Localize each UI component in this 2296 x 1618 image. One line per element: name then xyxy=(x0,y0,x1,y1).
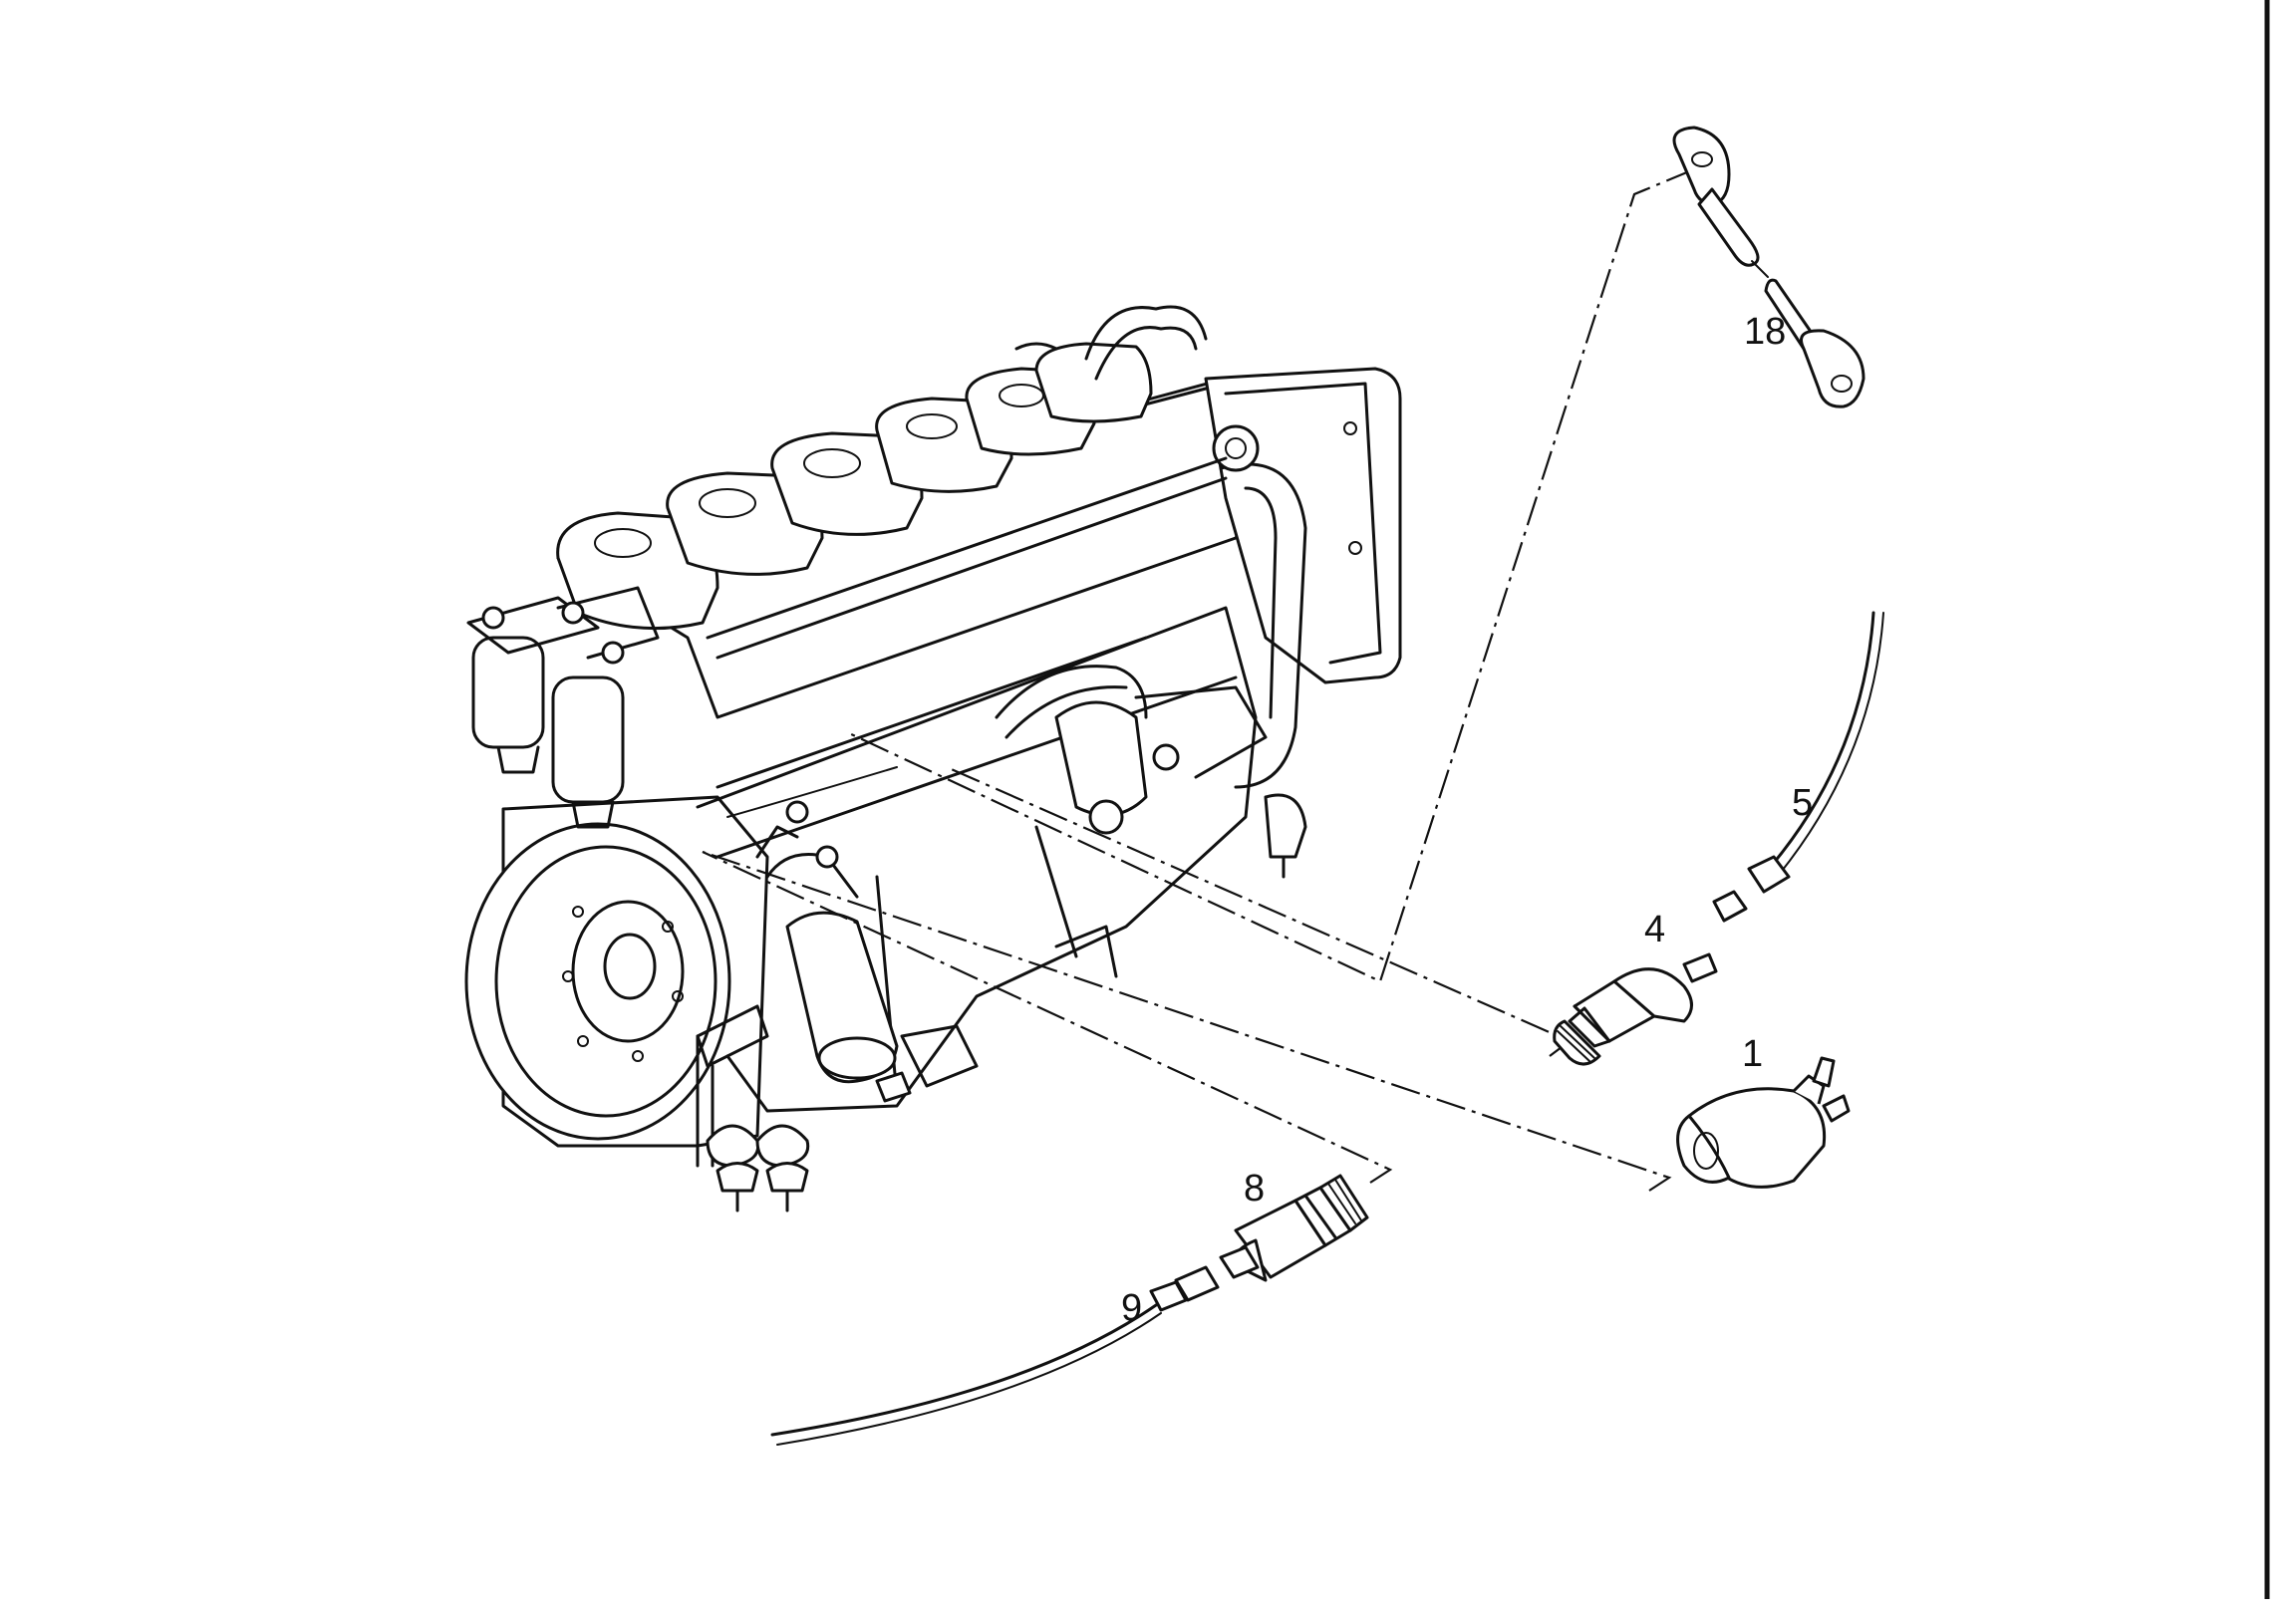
callout-8: 8 xyxy=(1244,1168,1265,1210)
part-4-pressure-switch xyxy=(1553,952,1718,1066)
engine-block xyxy=(464,305,1402,1213)
leader-1 xyxy=(702,850,1672,1192)
callout-4: 4 xyxy=(1644,909,1665,950)
front-engine-mount xyxy=(696,1004,810,1213)
leader-18 xyxy=(846,167,1695,983)
rocker-cover-6 xyxy=(1034,342,1153,423)
leader-4 xyxy=(946,765,1573,1057)
starter-motor xyxy=(755,800,899,1084)
rear-engine-mount xyxy=(1264,793,1307,879)
part-8-temperature-sender xyxy=(1219,1174,1369,1282)
flywheel-housing xyxy=(464,795,769,1148)
part-5-wire xyxy=(1712,611,1884,923)
callout-5: 5 xyxy=(1792,782,1813,824)
leader-8 xyxy=(702,851,1393,1184)
part-18-ground-strap xyxy=(1672,126,1866,408)
part-9-wire xyxy=(770,1265,1220,1446)
part-1-switch xyxy=(1676,1056,1851,1189)
callout-1: 1 xyxy=(1742,1033,1763,1075)
air-box xyxy=(1204,367,1402,684)
callout-9: 9 xyxy=(1121,1287,1142,1329)
injection-pump xyxy=(995,665,1268,835)
fuel-filters xyxy=(466,586,660,829)
callout-18: 18 xyxy=(1744,311,1786,353)
